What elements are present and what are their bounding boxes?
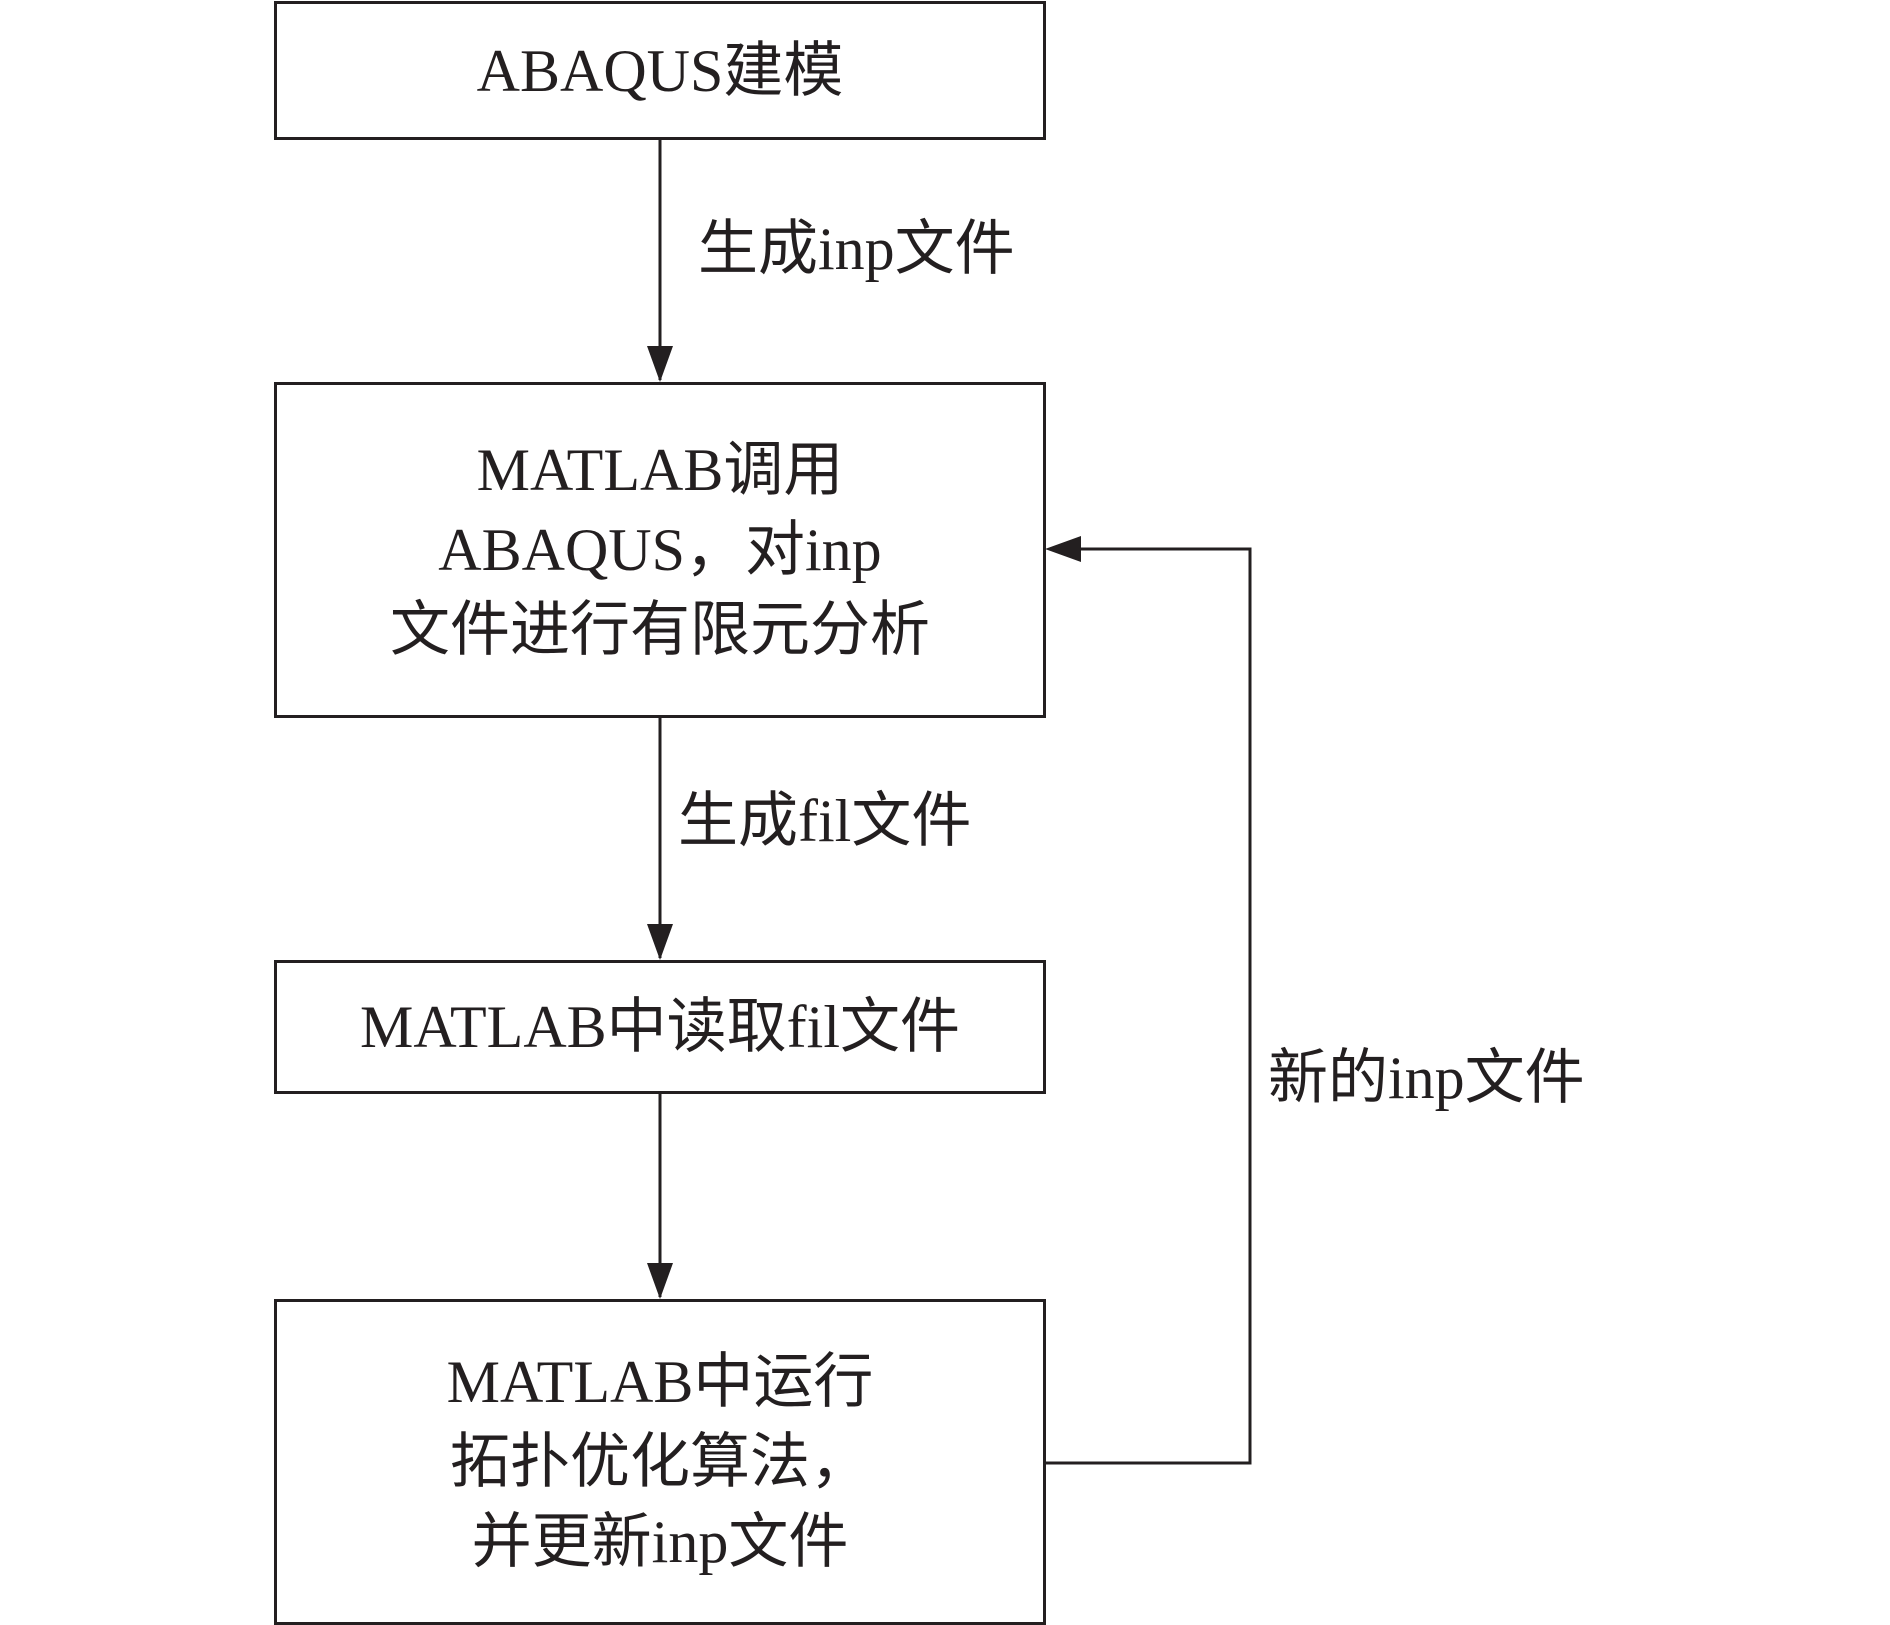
- node-matlab-read-fil-line-1: MATLAB中读取fil文件: [360, 994, 960, 1060]
- node-matlab-optimize-line-2: 拓扑优化算法，: [450, 1429, 870, 1495]
- node-matlab-read-fil: MATLAB中读取fil文件: [274, 960, 1046, 1094]
- edge-label-new-inp: 新的inp文件: [1268, 1045, 1585, 1111]
- node-matlab-optimize-line-3: 并更新inp文件: [471, 1509, 849, 1575]
- edge-label-gen-inp: 生成inp文件: [698, 216, 1015, 282]
- node-matlab-fea-line-1: MATLAB调用: [476, 437, 844, 503]
- node-matlab-fea: MATLAB调用 ABAQUS，对inp 文件进行有限元分析: [274, 382, 1046, 718]
- arrowhead-read-top: [647, 924, 673, 960]
- node-matlab-optimize: MATLAB中运行 拓扑优化算法， 并更新inp文件: [274, 1299, 1046, 1625]
- feedback-loop-line: [1044, 547, 1252, 1465]
- arrowhead-optimize-top: [647, 1263, 673, 1299]
- edge-label-gen-fil: 生成fil文件: [678, 788, 972, 854]
- node-abaqus-modeling: ABAQUS建模: [274, 1, 1046, 140]
- node-abaqus-modeling-line-1: ABAQUS建模: [476, 37, 844, 104]
- arrowhead-analysis-right: [1045, 536, 1081, 562]
- arrowhead-analysis-top: [647, 346, 673, 382]
- node-matlab-fea-line-2: ABAQUS，对inp: [438, 517, 882, 583]
- node-matlab-fea-line-3: 文件进行有限元分析: [390, 597, 930, 663]
- node-matlab-optimize-line-1: MATLAB中运行: [446, 1349, 874, 1415]
